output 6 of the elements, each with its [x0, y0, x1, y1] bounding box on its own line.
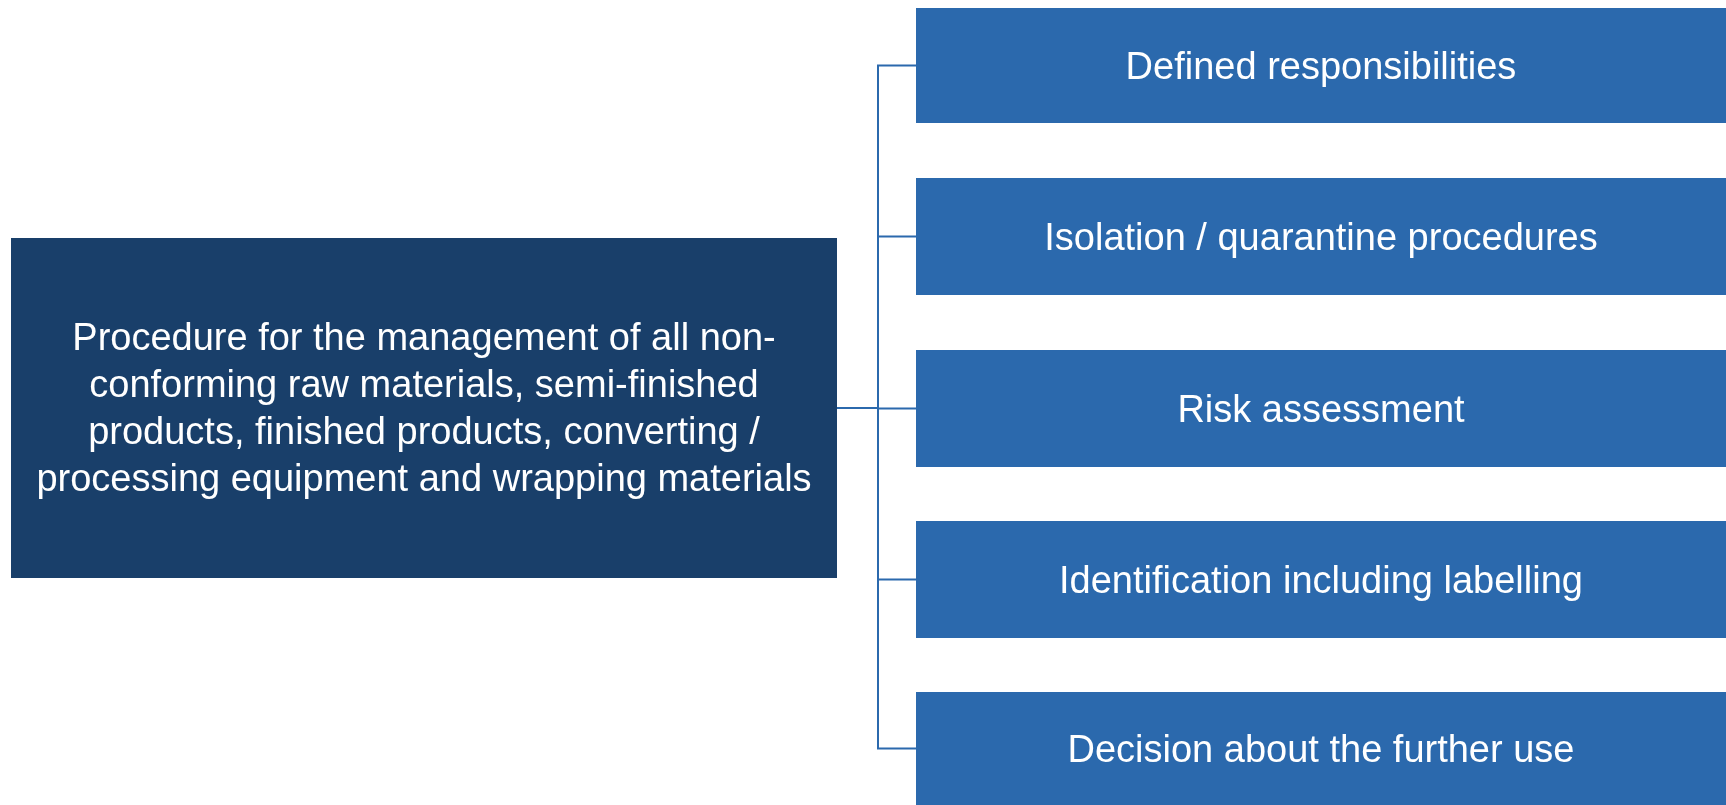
- item-box: Isolation / quarantine procedures: [916, 178, 1726, 295]
- item-box: Decision about the further use: [916, 692, 1726, 805]
- item-box: Identification including labelling: [916, 521, 1726, 638]
- item-box: Risk assessment: [916, 350, 1726, 467]
- item-box: Defined responsibilities: [916, 8, 1726, 123]
- procedure-box: Procedure for the management of all non-conforming raw materials, semi-finished products, finished products, converting / processing equipment and wrapping materials: [11, 238, 837, 578]
